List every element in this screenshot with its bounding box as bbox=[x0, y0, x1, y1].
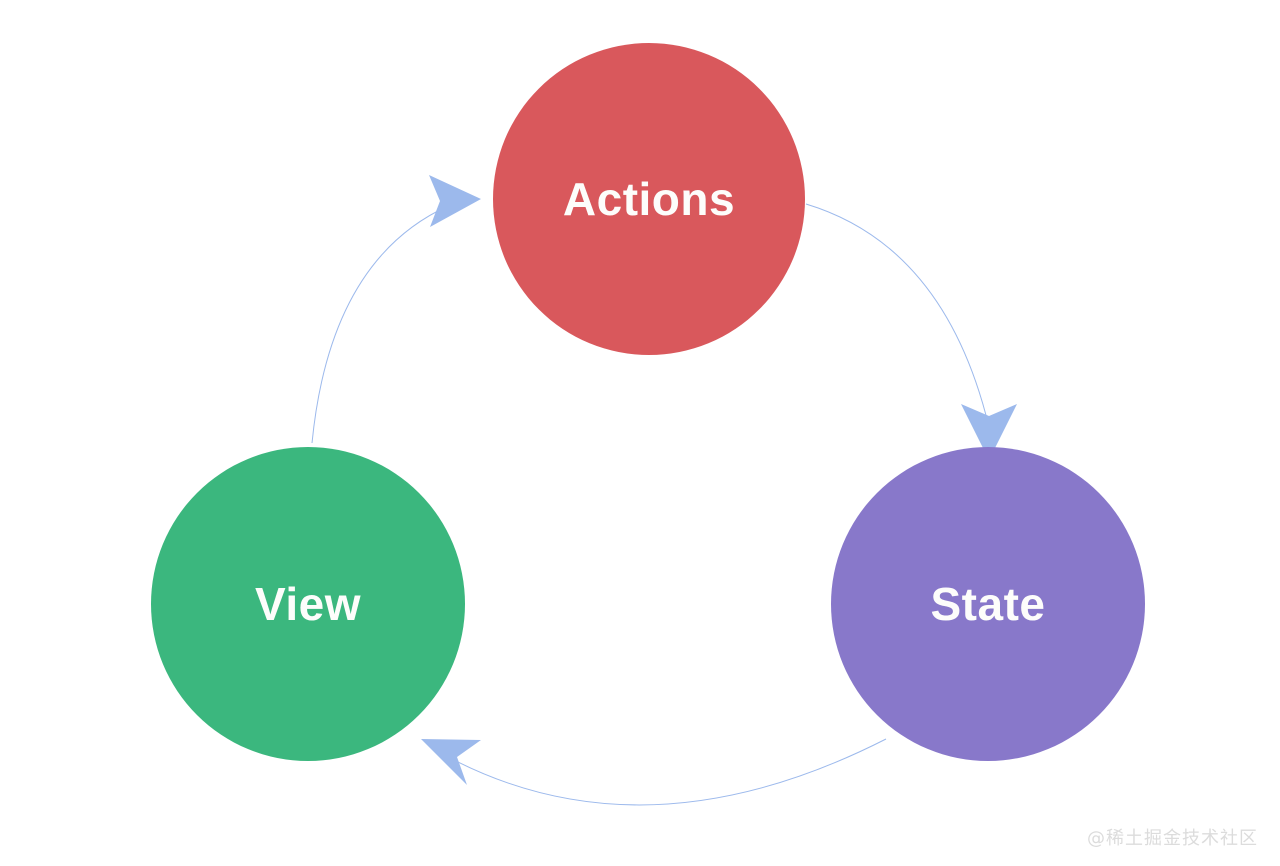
watermark-text: @稀土掘金技术社区 bbox=[1087, 828, 1258, 849]
node-view-circle[interactable] bbox=[151, 447, 465, 761]
edge-actions-to-state-arrowhead bbox=[961, 404, 1017, 460]
node-actions-label: Actions bbox=[563, 173, 735, 225]
node-view[interactable]: View bbox=[151, 447, 465, 761]
edge-state-to-view bbox=[421, 738, 887, 806]
edge-view-to-actions-line bbox=[311, 205, 449, 444]
edge-state-to-view-arrowhead bbox=[421, 739, 481, 785]
node-state-label: State bbox=[931, 578, 1046, 630]
edge-view-to-actions-arrowhead bbox=[429, 175, 481, 227]
node-actions[interactable]: Actions bbox=[493, 43, 805, 355]
node-state-circle[interactable] bbox=[831, 447, 1145, 761]
edge-state-to-view-line bbox=[451, 738, 887, 806]
edge-view-to-actions bbox=[311, 175, 481, 444]
edge-actions-to-state bbox=[805, 203, 1017, 460]
edge-actions-to-state-line bbox=[805, 203, 990, 428]
node-state[interactable]: State bbox=[831, 447, 1145, 761]
node-view-label: View bbox=[255, 578, 361, 630]
node-actions-circle[interactable] bbox=[493, 43, 805, 355]
